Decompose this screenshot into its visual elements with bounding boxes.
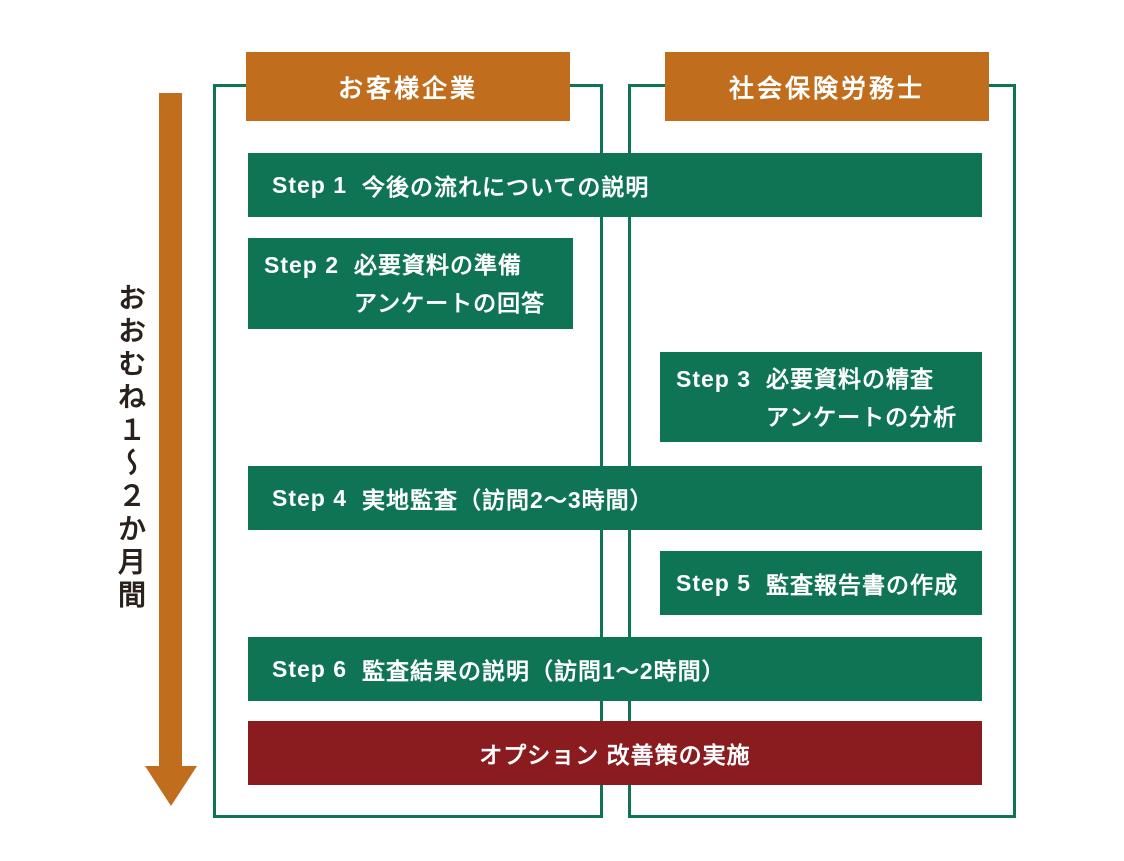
step-2-text-line1: 必要資料の準備 xyxy=(354,252,523,278)
step-3-box: Step 3 必要資料の精査 アンケートの分析 xyxy=(660,352,982,442)
timeline-duration-label: おおむね１～２か月間 xyxy=(115,283,146,613)
timeline-arrow-head-icon xyxy=(145,766,197,806)
step-4-label: Step 4 xyxy=(272,484,348,511)
step-6-text: 監査結果の説明（訪問1～2時間） xyxy=(362,658,726,684)
step-6-bar: Step 6 監査結果の説明（訪問1～2時間） xyxy=(248,637,982,701)
step-1-text: 今後の流れについての説明 xyxy=(362,174,650,200)
consultant-column-header: 社会保険労務士 xyxy=(665,52,989,121)
timeline-arrow-shaft xyxy=(159,93,182,767)
step-4-bar: Step 4 実地監査（訪問2～3時間） xyxy=(248,466,982,530)
option-label: オプション 改善策の実施 xyxy=(479,742,751,768)
customer-column-header: お客様企業 xyxy=(246,52,570,121)
step-3-text-line2: アンケートの分析 xyxy=(766,404,958,430)
step-4-text: 実地監査（訪問2～3時間） xyxy=(362,487,654,513)
step-2-label: Step 2 xyxy=(264,252,340,278)
option-bar: オプション 改善策の実施 xyxy=(248,721,982,785)
step-3-text-line1: 必要資料の精査 xyxy=(766,366,935,392)
step-3-label: Step 3 xyxy=(676,366,752,392)
step-1-label: Step 1 xyxy=(272,171,348,198)
step-2-box: Step 2 必要資料の準備 アンケートの回答 xyxy=(248,238,573,329)
step-2-text-line2: アンケートの回答 xyxy=(354,290,546,316)
step-6-label: Step 6 xyxy=(272,655,348,682)
step-5-box: Step 5 監査報告書の作成 xyxy=(660,551,982,615)
step-1-bar: Step 1 今後の流れについての説明 xyxy=(248,153,982,217)
step-5-text: 監査報告書の作成 xyxy=(766,572,959,598)
step-5-label: Step 5 xyxy=(676,569,752,596)
